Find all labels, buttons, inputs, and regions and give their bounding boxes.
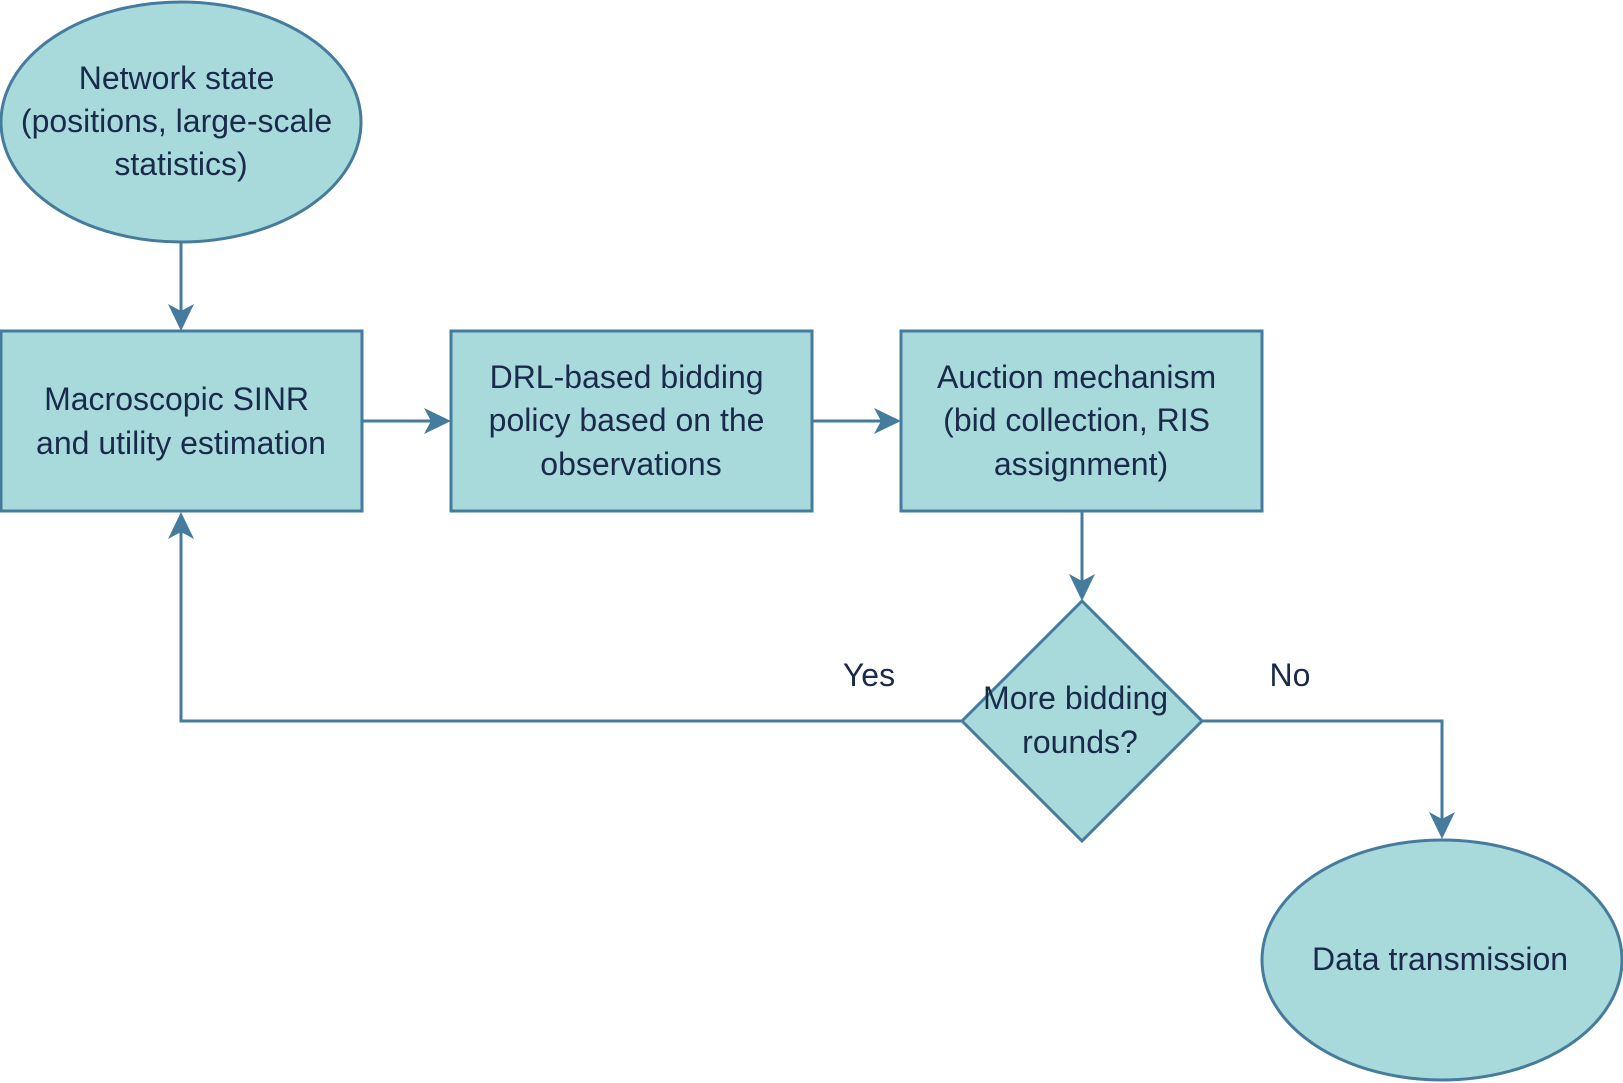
drl-policy-line-2: policy based on the [489,402,765,438]
arrowhead-drl-to-auction [874,408,901,434]
edge-decision-to-transmission-no [1202,719,1444,826]
node-drl-policy: DRL-based bidding policy based on the ob… [449,329,814,513]
sinr-estimation-box [0,329,364,513]
decision-line-1: More bidding [983,680,1168,716]
svg-text:Network state (positions: Network state (positions, large-scale st… [21,60,341,182]
auction-box [899,329,1264,513]
drl-policy-box [449,329,814,513]
arrowhead-auction-to-decision [1069,574,1095,601]
edge-decision-to-sinr-yes [179,525,962,723]
edge-label-yes: Yes [843,657,895,693]
node-auction: Auction mechanism (bid collection, RIS a… [899,329,1264,513]
node-network-state: Network state (positions, large-scale st… [0,0,363,244]
decision-line-2: rounds? [1022,724,1138,760]
node-decision: More bidding rounds? [959,598,1205,844]
auction-line-3: assignment) [994,446,1168,482]
svg-text:Macroscopic SINR and uti: Macroscopic SINR and utility estimation [36,381,326,461]
data-transmission-line-1: Data transmission [1312,941,1568,977]
svg-text:DRL-based bidding policy: DRL-based bidding policy based on the ob… [489,359,774,482]
arrowhead-decision-to-sinr-yes [168,512,194,539]
network-state-line-1: Network state [79,60,275,96]
auction-line-1: Auction mechanism [937,359,1216,395]
drl-policy-line-3: observations [540,446,721,482]
svg-text:More bidding rounds?: More bidding rounds? [983,680,1177,760]
auction-line-2: (bid collection, RIS [943,402,1210,438]
arrowhead-network-to-sinr [168,304,194,331]
sinr-estimation-line-1: Macroscopic SINR [44,381,309,417]
data-transmission-ellipse [1260,838,1623,1082]
node-sinr-estimation: Macroscopic SINR and utility estimation [0,329,364,513]
decision-diamond [959,598,1205,844]
svg-text:Auction mechanism (bid c: Auction mechanism (bid collection, RIS a… [937,359,1225,482]
network-state-ellipse [0,0,363,244]
drl-policy-line-1: DRL-based bidding [490,359,764,395]
svg-text:Data transmission: Data transmission [1312,941,1568,977]
edges [168,243,1455,839]
edge-label-no: No [1270,657,1311,693]
network-state-line-3: statistics) [114,146,247,182]
arrowhead-decision-to-transmission-no [1429,812,1455,839]
arrowhead-sinr-to-drl [424,408,451,434]
node-data-transmission: Data transmission [1260,838,1623,1082]
sinr-estimation-line-2: and utility estimation [36,425,326,461]
network-state-line-2: (positions, large-scale [21,103,332,139]
